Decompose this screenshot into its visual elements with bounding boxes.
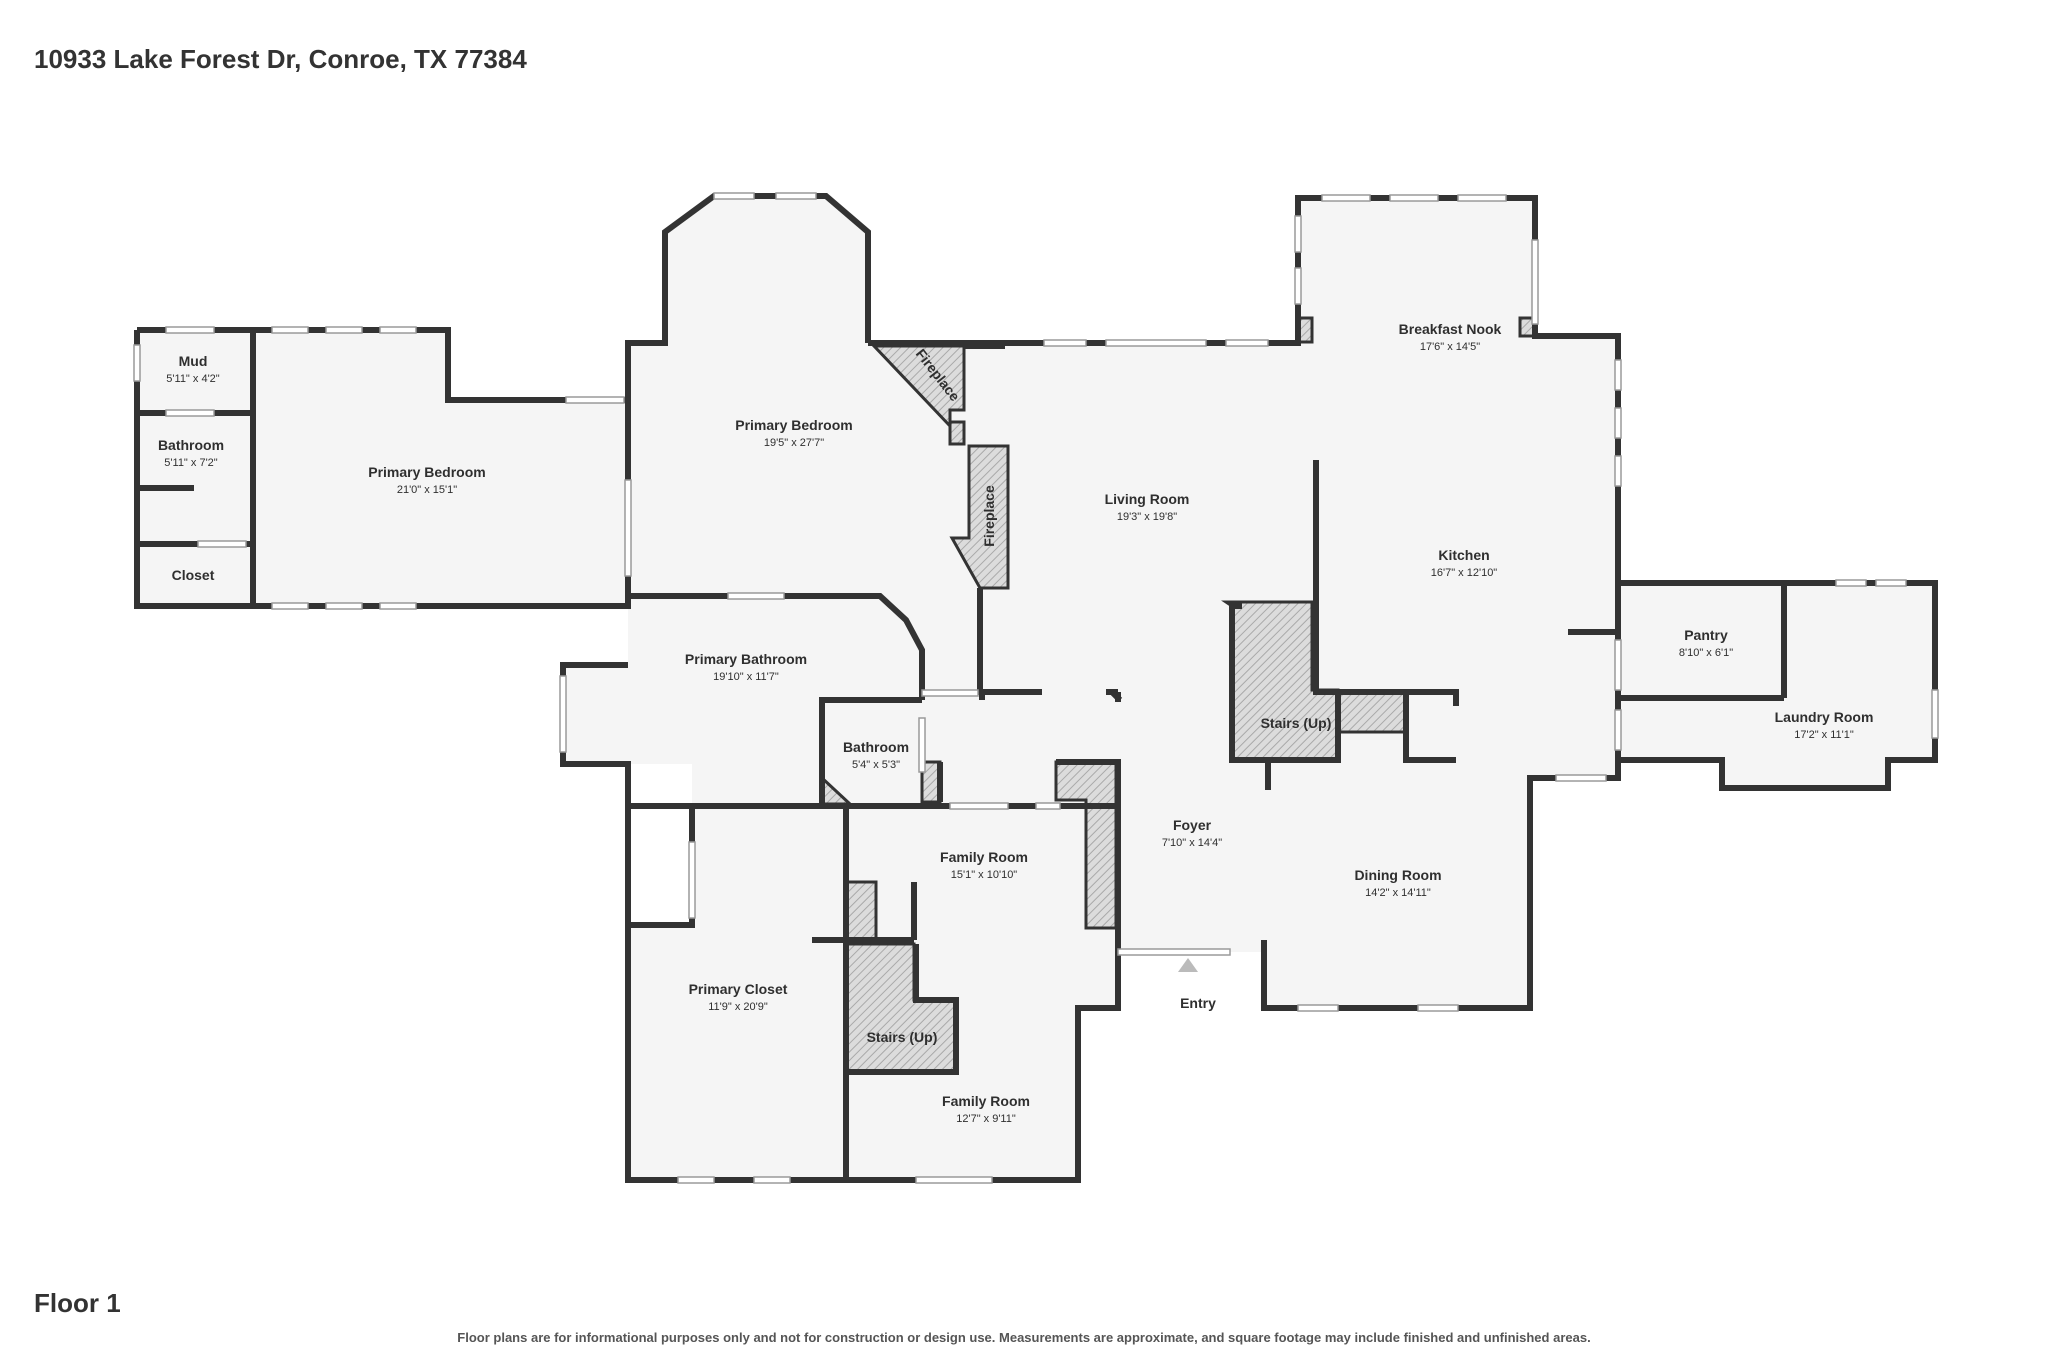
- room-dims: 17'2" x 11'1": [1794, 729, 1854, 741]
- room-dims: 16'7" x 12'10": [1431, 567, 1498, 579]
- room-dims: 15'1" x 10'10": [951, 869, 1018, 881]
- room-dims: 21'0" x 15'1": [397, 484, 457, 496]
- room-name: Bathroom: [843, 739, 909, 755]
- stairs-label: Stairs (Up): [867, 1029, 938, 1045]
- room-dims: 8'10" x 6'1": [1679, 647, 1733, 659]
- room-name: Living Room: [1105, 491, 1190, 507]
- stairs-label: Stairs (Up): [1261, 715, 1332, 731]
- room-dims: 19'5" x 27'7": [764, 437, 824, 449]
- floor-fills: [137, 196, 1935, 1180]
- stairs-1-landing: [1336, 690, 1408, 734]
- fireplace-label: Fireplace: [981, 485, 997, 547]
- room-dims: 19'3" x 19'8": [1117, 511, 1177, 523]
- room-name: Laundry Room: [1775, 709, 1874, 725]
- room-labels: Mud 5'11" x 4'2" Bathroom 5'11" x 7'2" C…: [158, 321, 1873, 1125]
- room-dims: 5'11" x 7'2": [164, 457, 217, 469]
- room-dims: 11'9" x 20'9": [708, 1001, 768, 1013]
- entry-label: Entry: [1180, 995, 1216, 1011]
- room-dims: 12'7" x 9'11": [956, 1113, 1016, 1125]
- room-name: Family Room: [942, 1093, 1030, 1109]
- room-name: Primary Bedroom: [735, 417, 852, 433]
- room-name: Bathroom: [158, 437, 224, 453]
- room-name: Primary Bedroom: [368, 464, 485, 480]
- room-name: Primary Closet: [689, 981, 788, 997]
- address-title: 10933 Lake Forest Dr, Conroe, TX 77384: [34, 44, 527, 74]
- room-name: Mud: [179, 353, 208, 369]
- room-dims: 5'4" x 5'3": [852, 759, 900, 771]
- room-name: Kitchen: [1438, 547, 1489, 563]
- room-name: Dining Room: [1354, 867, 1441, 883]
- stairs-2-landing: [844, 880, 878, 942]
- floor-label: Floor 1: [34, 1288, 121, 1318]
- room-name: Foyer: [1173, 817, 1212, 833]
- room-name: Family Room: [940, 849, 1028, 865]
- room-dims: 14'2" x 14'11": [1365, 887, 1431, 899]
- disclaimer-text: Floor plans are for informational purpos…: [457, 1330, 1591, 1345]
- room-dims: 17'6" x 14'5": [1420, 341, 1480, 353]
- room-dims: 19'10" x 11'7": [713, 671, 779, 683]
- fireplace-post: [948, 420, 966, 446]
- room-dims: 5'11" x 4'2": [166, 373, 219, 385]
- room-name: Pantry: [1684, 627, 1728, 643]
- room-name: Breakfast Nook: [1399, 321, 1502, 337]
- room-name: Closet: [172, 567, 215, 583]
- room-dims: 7'10" x 14'4": [1162, 837, 1222, 849]
- room-name: Primary Bathroom: [685, 651, 807, 667]
- entry-arrow-icon: [1178, 958, 1198, 972]
- windows: [133, 192, 1939, 1184]
